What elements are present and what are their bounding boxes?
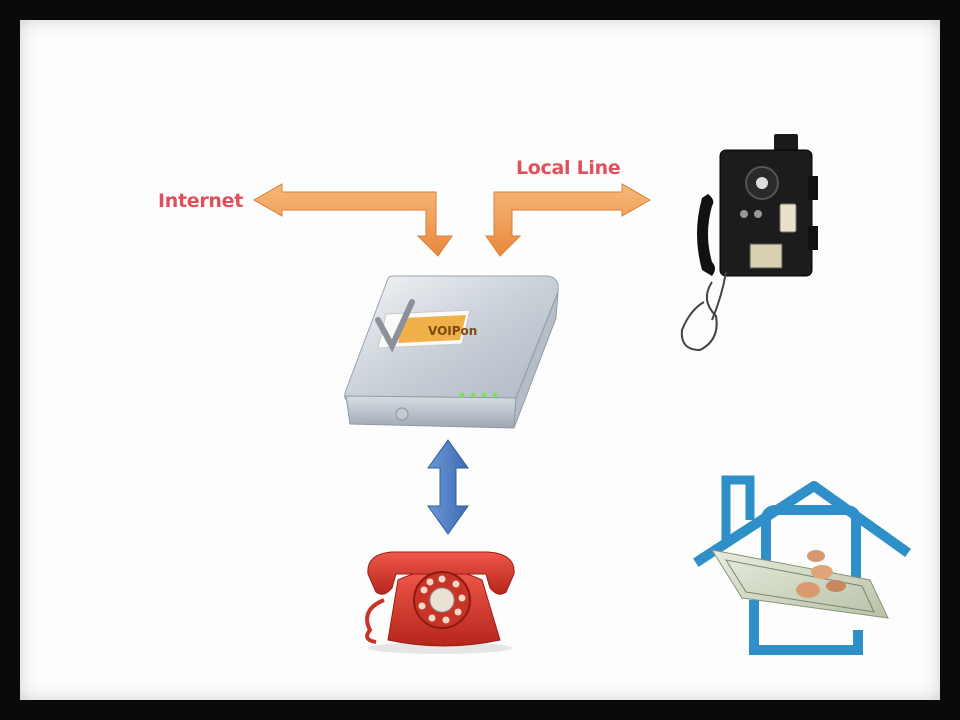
local-line-arrow xyxy=(485,183,652,257)
rotary-phone-icon xyxy=(365,551,515,654)
voip-adapter-box: VOIPon xyxy=(344,275,559,429)
internet-arrow xyxy=(252,183,453,257)
payphone-icon xyxy=(680,134,818,352)
device-brand-label: VOIPon xyxy=(428,324,477,338)
device-phone-arrow xyxy=(427,439,469,535)
house-money-icon xyxy=(693,475,911,655)
local-line-label: Local Line xyxy=(516,157,621,179)
internet-label: Internet xyxy=(158,190,244,212)
